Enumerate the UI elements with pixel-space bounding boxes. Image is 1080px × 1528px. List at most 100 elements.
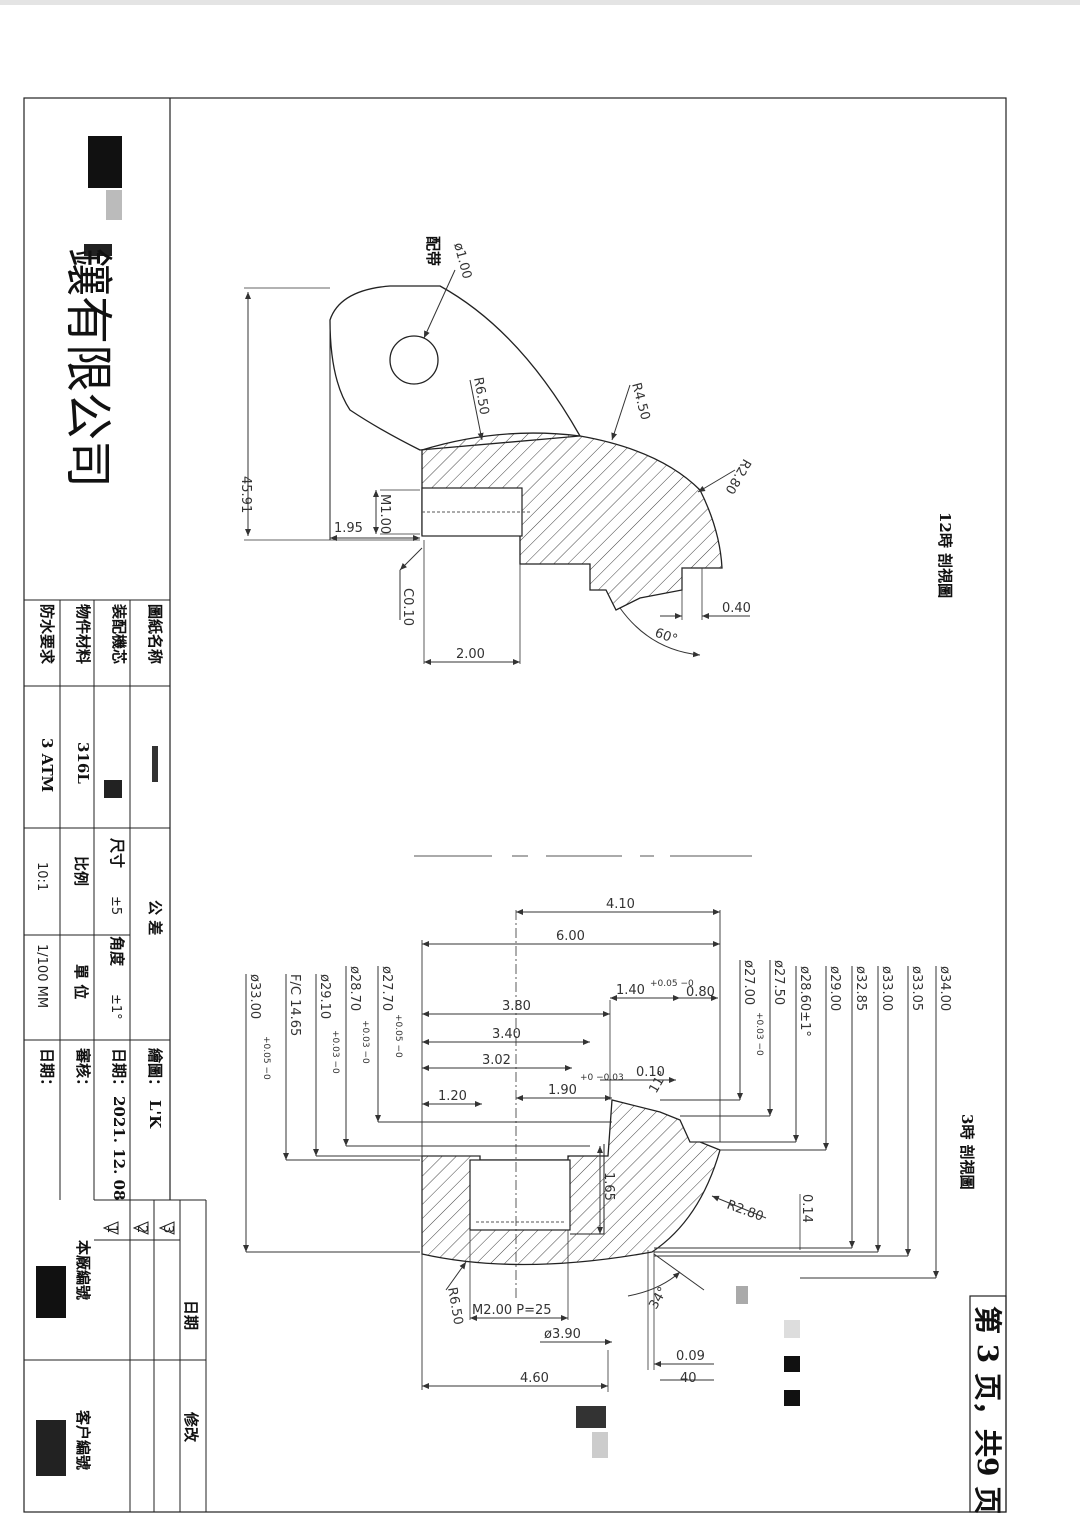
redaction-block	[592, 1432, 608, 1458]
dim-2-00: 2.00	[456, 647, 485, 662]
review-label: 審核：	[74, 1047, 92, 1093]
tolerance-title: 公 差	[146, 900, 164, 935]
drawn-by-label: 繪圖：	[146, 1048, 164, 1093]
view-title-3: 3時 剖視圖	[958, 1114, 976, 1190]
dim-r6-50-v2: R6.50	[444, 1286, 465, 1326]
tol-1-40: +0.05 −0	[650, 979, 694, 989]
revision-mark-3: 3	[158, 1221, 175, 1235]
dim-dia-3-90: ø3.90	[544, 1327, 581, 1342]
scale-label: 比例	[72, 856, 90, 886]
tol-left-dia-27-70: +0.05 −0	[393, 1014, 403, 1058]
revision-change-header: 修改	[182, 1411, 200, 1443]
crown-bore	[469, 1159, 571, 1231]
tol-left-dia-33-00: +0.05 −0	[261, 1036, 271, 1080]
dim-right-dia-33-00: ø33.00	[879, 966, 894, 1011]
revision-mark-2: 2	[132, 1221, 149, 1235]
dimension-tolerance-label: 尺寸	[108, 838, 126, 868]
band-hole	[389, 335, 439, 385]
section-view-12: 45.91 1.95 M1.00 2.00 C0.10 0.40 60° 配带 …	[238, 236, 954, 665]
svg-text:第 3 页，共9 页: 第 3 页，共9 页	[971, 1306, 1004, 1514]
redaction-block	[736, 1286, 748, 1304]
angle-60: 60°	[653, 626, 680, 648]
dim-fc-14-65: F/C 14.65	[287, 974, 302, 1036]
dim-40: 40	[680, 1371, 697, 1386]
dim-r6-50-v1: R6.50	[470, 376, 491, 416]
field-value-material: 316L	[74, 742, 92, 784]
field-label-movement: 装配機芯	[110, 603, 128, 664]
redaction-block	[36, 1266, 66, 1318]
dim-3-80: 3.80	[502, 999, 531, 1014]
review-date-label: 日期：	[38, 1048, 56, 1093]
redaction-block	[784, 1320, 800, 1338]
redaction-block	[36, 1420, 66, 1476]
date-value: 2021. 12. 08	[110, 1096, 128, 1200]
dim-right-dia-29-00: ø29.00	[827, 966, 842, 1011]
dim-4-60: 4.60	[520, 1371, 549, 1386]
factory-number-label: 本厰編號	[74, 1240, 92, 1300]
dim-1-20: 1.20	[438, 1089, 467, 1104]
dim-r2-80-v1: R2.80	[722, 456, 754, 496]
dim-right-dia-32-85: ø32.85	[853, 966, 868, 1011]
band-callout: 配带	[424, 236, 442, 266]
dim-m1-00: M1.00	[377, 494, 392, 534]
unit-value: 1/100 MM	[34, 944, 49, 1008]
dim-1-65: 1.65	[601, 1172, 616, 1201]
redaction-block	[784, 1390, 800, 1406]
redaction-block	[784, 1356, 800, 1372]
dim-m2-00: M2.00 P=25	[472, 1303, 552, 1318]
field-label-waterproof: 防水要求	[38, 604, 56, 665]
angle-34: 34°	[646, 1285, 671, 1312]
dim-c0-10: C0.10	[400, 588, 415, 626]
case-section-3	[421, 1099, 721, 1266]
dim-1-95: 1.95	[334, 521, 363, 536]
tol-1-90: +0 −0.03	[580, 1073, 624, 1083]
section-view-3: 4.10 6.00 3.80 3.40 3.02 1.20 1.90 +0 −0…	[243, 897, 976, 1392]
dim-3-40: 3.40	[492, 1027, 521, 1042]
title-block: 鑲有限公司 圖紙名称 装配機芯 物件材料 防水要求 316L 3 ATM 公 差…	[24, 98, 207, 1512]
dim-1-40: 1.40	[616, 983, 645, 998]
dimension-tolerance-value: ±5	[108, 896, 123, 915]
angle-tolerance-label: 角度	[108, 936, 126, 967]
field-value-waterproof: 3 ATM	[38, 738, 56, 792]
dim-hole-1-00: ø1.00	[450, 241, 474, 281]
dim-4-10: 4.10	[606, 897, 635, 912]
tol-left-dia-29-10: +0.03 −0	[330, 1030, 340, 1074]
case-section-12	[421, 432, 723, 611]
revision-date-header: 日期	[182, 1300, 200, 1330]
svg-text:3: 3	[160, 1225, 175, 1233]
dim-left-dia-29-10: ø29.10	[317, 974, 332, 1019]
dim-right-dia-27-50: ø27.50	[771, 960, 786, 1005]
scale-value: 10:1	[34, 862, 49, 891]
dim-6-00: 6.00	[556, 929, 585, 944]
svg-text:1: 1	[104, 1225, 119, 1233]
field-label-drawing-name: 圖紙名称	[146, 604, 164, 664]
dim-0-80: 0.80	[686, 985, 715, 1000]
redaction-block	[576, 1406, 606, 1428]
dim-0-10: 0.10	[636, 1065, 665, 1080]
dim-left-dia-27-70: ø27.70	[379, 966, 394, 1011]
dim-1-90: 1.90	[548, 1083, 577, 1098]
redaction-block	[88, 136, 122, 188]
redaction-block	[152, 746, 158, 782]
dim-right-dia-28-60: ø28.60±1°	[797, 966, 812, 1037]
dim-right-dia-34-00: ø34.00	[937, 966, 952, 1011]
tol-right-dia-27-00: +0.03 −0	[754, 1012, 764, 1056]
lug-profile	[329, 285, 582, 451]
redaction-block	[104, 780, 122, 798]
drawn-by-value: L'K	[146, 1100, 164, 1129]
customer-number-label: 客户編號	[74, 1409, 92, 1470]
svg-text:2: 2	[134, 1225, 149, 1233]
dim-right-dia-27-00: ø27.00	[741, 960, 756, 1005]
angle-tolerance-value: ±1°	[108, 994, 123, 1020]
dim-45-91: 45.91	[238, 476, 253, 513]
dim-r2-80-v2: R2.80	[725, 1198, 766, 1225]
redaction-block	[84, 244, 112, 256]
dim-0-40: 0.40	[722, 601, 751, 616]
view-title-12: 12時 剖視圖	[936, 512, 954, 598]
dim-3-02: 3.02	[482, 1053, 511, 1068]
date-label: 日期：	[110, 1048, 128, 1093]
dim-left-dia-28-70: ø28.70	[347, 966, 362, 1011]
dim-0-14: 0.14	[799, 1194, 814, 1223]
